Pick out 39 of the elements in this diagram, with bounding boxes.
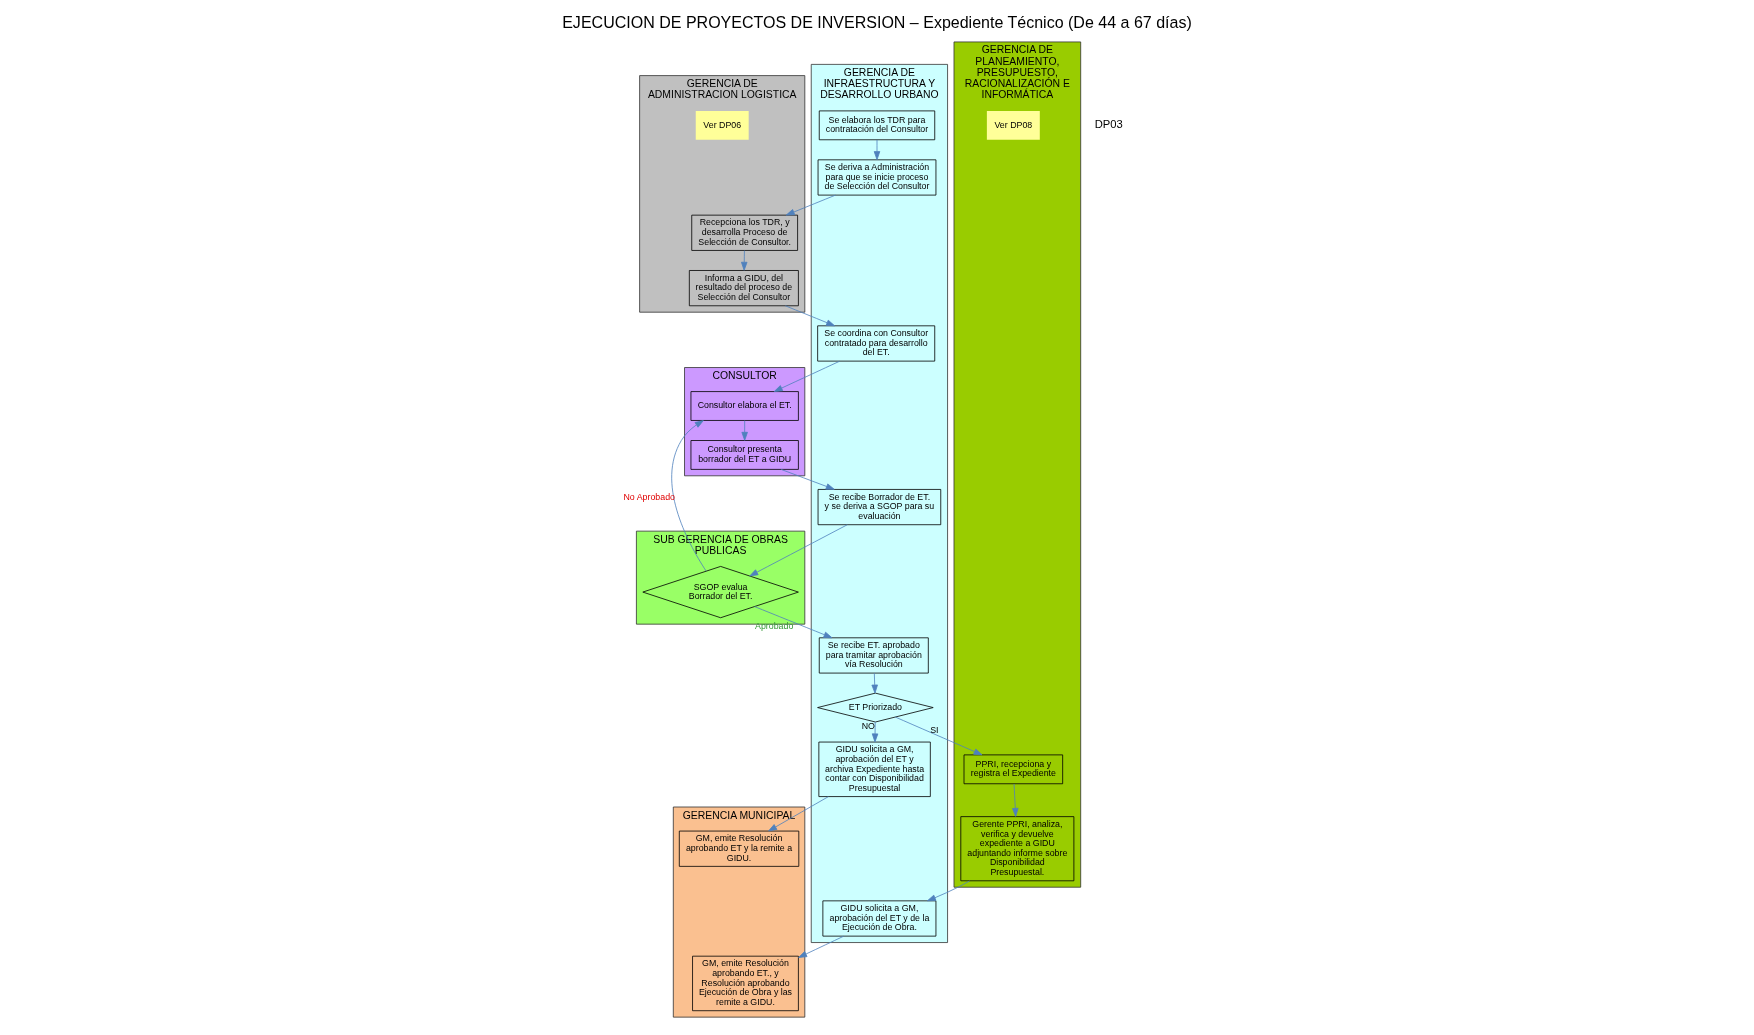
node-box: PPRI, recepciona y registra el Expediente xyxy=(963,754,1064,785)
arrow xyxy=(773,360,840,392)
arrow xyxy=(784,305,835,327)
arrow xyxy=(871,721,879,743)
arrow xyxy=(785,194,836,216)
arrow xyxy=(741,250,748,271)
edge-label: No Aprobado xyxy=(623,492,675,503)
arrow xyxy=(754,606,833,639)
node-box: GM, emite Resolución aprobando ET., y Resolución aprobando Ejecución de Obra y las remite a GIDU. xyxy=(692,955,799,1012)
node-box: Se coordina con Consultor contratado para desarrollo del ET. xyxy=(817,325,936,362)
node-diamond: ET Priorizado xyxy=(817,692,934,723)
arrow xyxy=(927,880,970,902)
arrow xyxy=(895,716,983,756)
node-box: Consultor elabora el ET. xyxy=(690,391,799,421)
node-box: Recepciona los TDR, y desarrolla Proceso de Selección de Consultor. xyxy=(691,214,798,251)
node-box: Se recibe ET. aprobado para tramitar aprobación vía Resolución xyxy=(818,637,929,674)
node-box: Gerente PPRI, analiza, verifica y devuelve expediente a GIDU adjuntando informe sobre Disponibilidad Presupuestal. xyxy=(960,816,1075,882)
edge-label: SI xyxy=(930,725,939,736)
diagram-title: EJECUCION DE PROYECTOS DE INVERSION – Expediente Técnico (De 44 a 67 días) xyxy=(562,12,1192,31)
arrow xyxy=(1012,783,1019,817)
arrow xyxy=(873,139,881,160)
node-box: Ver DP08 xyxy=(986,110,1040,140)
node-box: Informa a GIDU, del resultado del proceso de Selección del Consultor xyxy=(688,270,799,307)
arrow xyxy=(780,469,835,490)
node-box: Se elabora los TDR para contratación del Consultor xyxy=(818,110,936,141)
arrow xyxy=(871,672,878,694)
arrow xyxy=(671,420,707,572)
node-box: Consultor presenta borrador del ET a GIDU xyxy=(690,440,799,470)
edge-label: NO xyxy=(861,721,875,732)
node-box: GIDU solicita a GM, aprobación del ET y archiva Expediente hasta contar con Disponibilidad Presupuestal xyxy=(818,741,931,797)
node-box: GM, emite Resolución aprobando ET y la remite a GIDU. xyxy=(678,830,800,867)
node-box: Se deriva a Administración para que se inicie proceso de Selección del Consultor xyxy=(817,159,937,196)
arrow xyxy=(798,935,844,958)
node-box: Se recibe Borrador de ET. y se deriva a SGOP para su evaluación xyxy=(817,489,942,526)
node-box: Ver DP06 xyxy=(695,110,749,140)
label: DP03 xyxy=(1094,118,1123,131)
node-box: GIDU solicita a GM, aprobación del ET y de la Ejecución de Obra. xyxy=(822,900,937,937)
arrow xyxy=(741,420,748,441)
arrow xyxy=(749,524,848,577)
